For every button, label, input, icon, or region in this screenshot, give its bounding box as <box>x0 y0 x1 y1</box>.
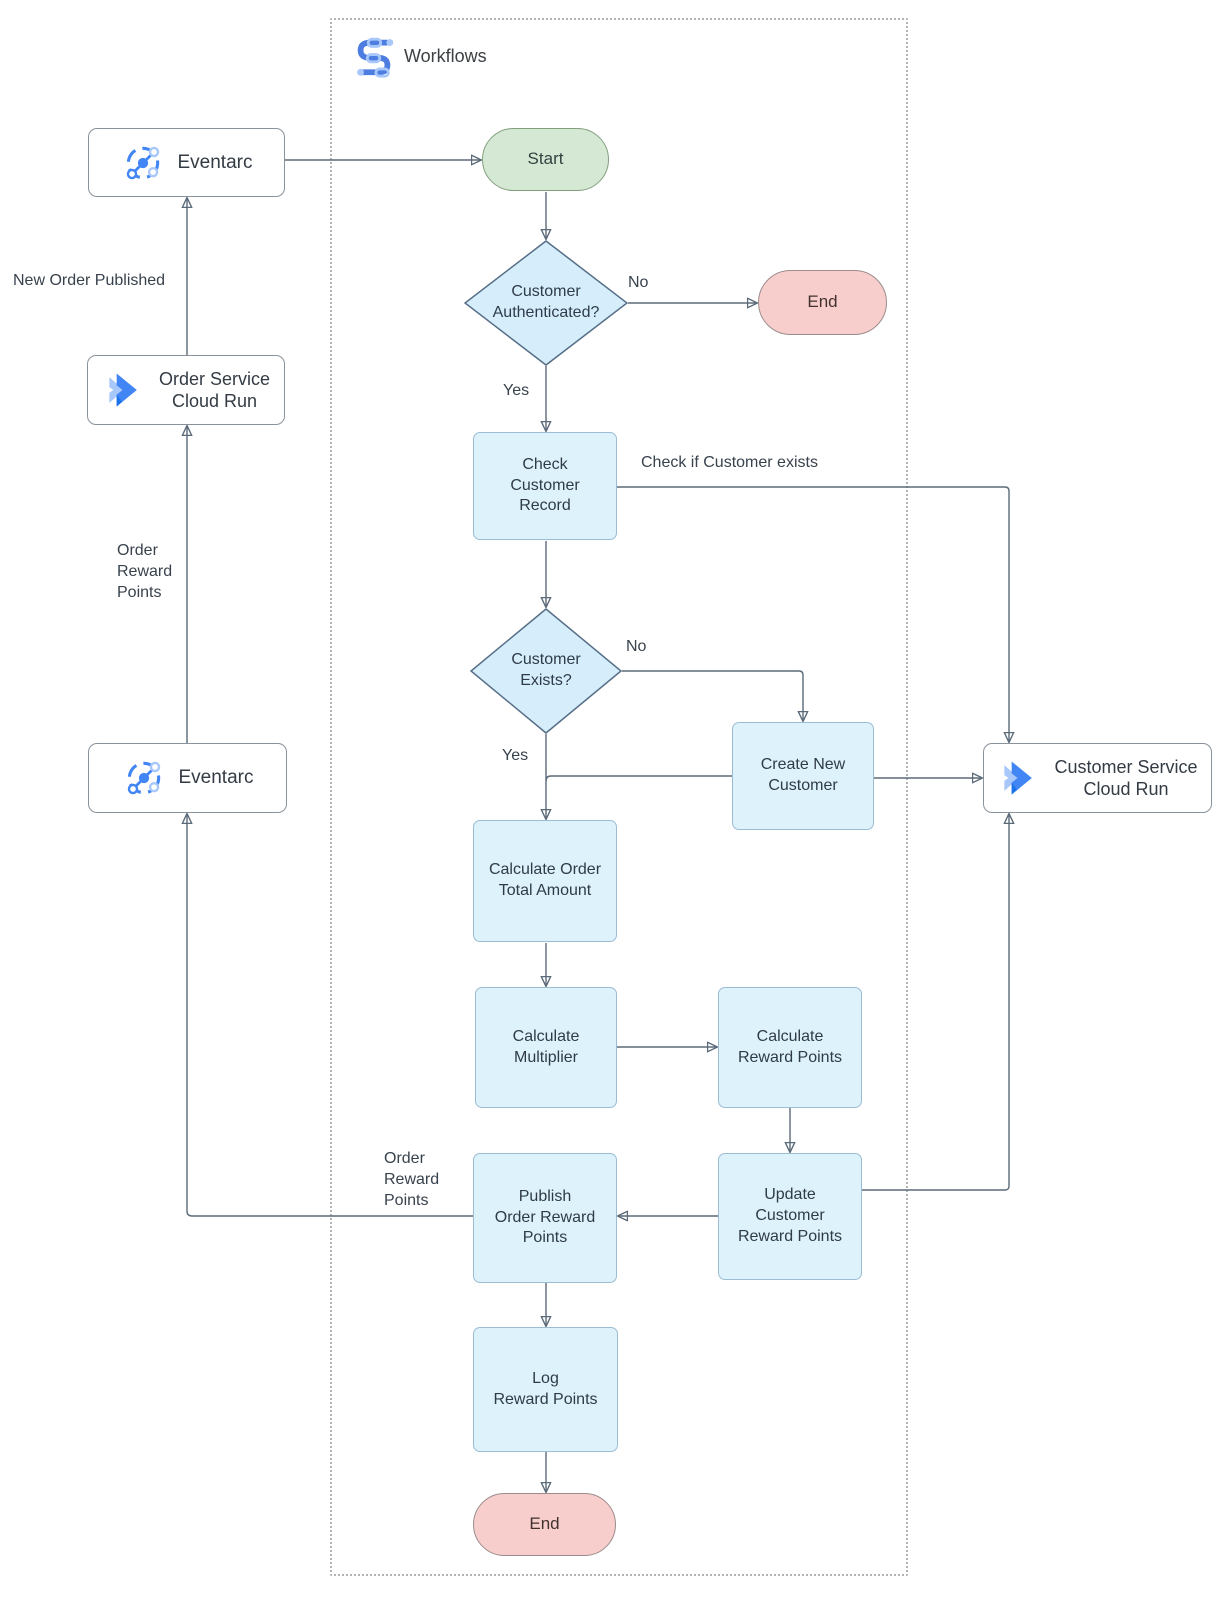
node-label: End <box>529 1514 560 1534</box>
node-publish-order-reward-points[interactable]: Publish Order Reward Points <box>473 1153 617 1283</box>
node-customer-exists[interactable]: Customer Exists? <box>470 608 622 734</box>
node-customer-authenticated[interactable]: Customer Authenticated? <box>464 240 628 366</box>
node-calculate-multiplier[interactable]: Calculate Multiplier <box>475 987 617 1108</box>
eventarc-icon <box>122 756 166 800</box>
node-label: Check Customer Record <box>510 455 580 515</box>
node-label: Order Service Cloud Run <box>158 368 271 412</box>
node-eventarc-bottom[interactable]: Eventarc <box>88 743 287 813</box>
edge-label-new-order-published: New Order Published <box>13 272 166 289</box>
node-log-reward-points[interactable]: Log Reward Points <box>473 1327 618 1452</box>
node-label: Log Reward Points <box>493 1369 598 1408</box>
node-label: Eventarc <box>177 151 253 173</box>
edge-label-check-if-customer-exists: Check if Customer exists <box>641 454 818 471</box>
node-label: Customer Authenticated? <box>492 283 600 321</box>
workflows-group-title: Workflows <box>404 46 487 66</box>
workflows-group-container <box>330 18 908 1576</box>
node-calculate-order-total[interactable]: Calculate Order Total Amount <box>473 820 617 942</box>
node-order-service-cloud-run[interactable]: Order Service Cloud Run <box>87 355 285 425</box>
node-update-customer-reward-points[interactable]: Update Customer Reward Points <box>718 1153 862 1280</box>
node-end-bottom[interactable]: End <box>473 1493 616 1556</box>
node-label: Start <box>527 149 564 169</box>
node-customer-service-cloud-run[interactable]: Customer Service Cloud Run <box>983 743 1212 813</box>
diamond-shape <box>464 240 628 366</box>
edge-label-authenticated-yes: Yes <box>503 382 530 399</box>
cloud-run-icon <box>997 756 1041 800</box>
node-label: End <box>807 292 838 312</box>
node-calculate-reward-points[interactable]: Calculate Reward Points <box>718 987 862 1108</box>
workflows-icon <box>350 33 398 79</box>
edge-label-exists-yes: Yes <box>502 747 529 764</box>
node-label: Publish Order Reward Points <box>494 1187 596 1247</box>
node-label: Calculate Reward Points <box>737 1027 843 1066</box>
eventarc-icon <box>121 141 165 185</box>
edge-label-authenticated-no: No <box>628 274 649 291</box>
node-label: Create New Customer <box>760 756 846 794</box>
node-label: Update Customer Reward Points <box>737 1186 843 1245</box>
diamond-shape <box>470 608 622 734</box>
node-create-new-customer[interactable]: Create New Customer <box>732 722 874 830</box>
node-eventarc-top[interactable]: Eventarc <box>88 128 285 197</box>
edge-label-order-reward-points-left: Order Reward Points <box>117 542 173 602</box>
node-label: Customer Exists? <box>511 651 581 689</box>
node-label: Eventarc <box>178 767 254 789</box>
cloud-run-icon <box>102 368 146 412</box>
node-label: Customer Service Cloud Run <box>1054 756 1198 800</box>
edge-label-exists-no: No <box>626 638 647 655</box>
edge-label-order-reward-points-bottom: Order Reward Points <box>384 1150 440 1210</box>
node-end-top[interactable]: End <box>758 270 887 335</box>
node-start[interactable]: Start <box>482 128 609 191</box>
node-label: Calculate Order Total Amount <box>488 861 602 899</box>
node-check-customer-record[interactable]: Check Customer Record <box>473 432 617 540</box>
node-label: Calculate Multiplier <box>512 1027 580 1066</box>
